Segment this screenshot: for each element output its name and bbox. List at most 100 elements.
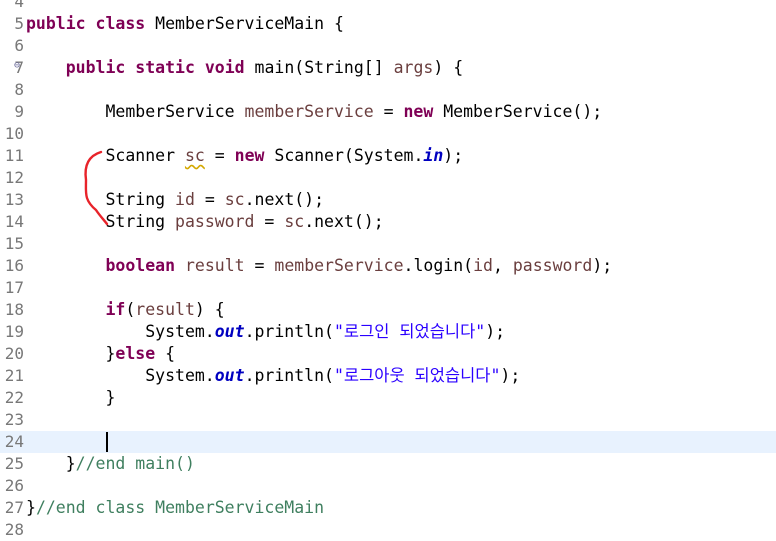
code-line[interactable]: 12 xyxy=(0,167,776,189)
code-text: public static void main(String[] args) { xyxy=(26,57,463,79)
code-token: boolean xyxy=(105,256,176,275)
code-line[interactable]: 28 xyxy=(0,519,776,541)
code-text: }else { xyxy=(26,343,175,365)
code-line[interactable]: 25 }//end main() xyxy=(0,453,776,475)
code-token: sc xyxy=(224,190,245,209)
code-token: Scanner xyxy=(26,146,185,165)
code-token: if xyxy=(105,300,126,319)
code-token: } xyxy=(26,454,76,473)
code-token: id xyxy=(473,256,493,275)
code-token: } xyxy=(26,388,116,407)
text-caret xyxy=(106,432,108,452)
line-number: 25 xyxy=(4,454,24,473)
code-line[interactable]: 4 xyxy=(0,0,776,13)
line-number: 19 xyxy=(4,322,24,341)
line-number: 6 xyxy=(14,36,24,55)
line-number: 26 xyxy=(4,476,24,495)
line-number: 11 xyxy=(4,146,24,165)
code-token: sc xyxy=(284,212,305,231)
code-token: .println( xyxy=(244,366,334,385)
code-token: new xyxy=(234,146,265,165)
code-token: System. xyxy=(26,366,215,385)
code-token: memberService xyxy=(244,102,374,121)
code-token: MemberServiceMain { xyxy=(145,14,344,33)
code-text: }//end main() xyxy=(26,453,195,475)
code-token: ) { xyxy=(433,58,464,77)
code-token: = xyxy=(204,146,235,165)
code-text: public class MemberServiceMain { xyxy=(26,13,344,35)
code-line[interactable]: 13 String id = sc.next(); xyxy=(0,189,776,211)
line-number: 14 xyxy=(4,212,24,231)
code-token: out xyxy=(214,366,245,385)
code-line[interactable]: 22 } xyxy=(0,387,776,409)
line-number: 8 xyxy=(14,80,24,99)
code-line[interactable]: 15 xyxy=(0,233,776,255)
code-token xyxy=(125,58,135,77)
code-token xyxy=(86,14,96,33)
code-token: else xyxy=(115,344,156,363)
line-number: 27 xyxy=(4,498,24,517)
code-line[interactable]: 24 xyxy=(0,431,776,453)
code-token: ) { xyxy=(194,300,225,319)
line-number: 4 xyxy=(14,0,24,11)
code-line[interactable]: 20 }else { xyxy=(0,343,776,365)
code-token: .next(); xyxy=(304,212,384,231)
code-token: result xyxy=(184,256,245,275)
code-line[interactable]: 27}//end class MemberServiceMain xyxy=(0,497,776,519)
code-text: }//end class MemberServiceMain xyxy=(26,497,324,519)
line-number: 9 xyxy=(14,102,24,121)
code-line[interactable]: 17 xyxy=(0,277,776,299)
code-token xyxy=(26,300,105,319)
line-number: 22 xyxy=(4,388,24,407)
code-token: password xyxy=(175,212,255,231)
line-number: 20 xyxy=(4,344,24,363)
code-line[interactable]: 23 xyxy=(0,409,776,431)
code-token: sc xyxy=(184,146,205,165)
code-line[interactable]: 14 String password = sc.next(); xyxy=(0,211,776,233)
code-line[interactable]: 6 xyxy=(0,35,776,57)
line-number: 10 xyxy=(4,124,24,143)
line-number: 13 xyxy=(4,190,24,209)
code-token: static xyxy=(135,58,195,77)
code-line[interactable]: 18 if(result) { xyxy=(0,299,776,321)
line-number: 18 xyxy=(4,300,24,319)
code-line[interactable]: 21 System.out.println("로그아웃 되었습니다"); xyxy=(0,365,776,387)
code-line[interactable]: 10 xyxy=(0,123,776,145)
code-token: in xyxy=(423,146,444,165)
code-token: = xyxy=(244,256,275,275)
code-token: "로그인 되었습니다" xyxy=(333,322,486,341)
code-token: out xyxy=(214,322,245,341)
collapse-icon[interactable]: ⊖ xyxy=(14,60,21,71)
code-text: Scanner sc = new Scanner(System.in); xyxy=(26,145,463,167)
code-text: System.out.println("로그아웃 되었습니다"); xyxy=(26,365,520,387)
line-number: 21 xyxy=(4,366,24,385)
code-token: ); xyxy=(592,256,613,275)
code-line[interactable]: 8 xyxy=(0,79,776,101)
code-text: } xyxy=(26,387,115,409)
code-token: class xyxy=(95,14,146,33)
code-line[interactable]: 7⊖ public static void main(String[] args… xyxy=(0,57,776,79)
code-line[interactable]: 19 System.out.println("로그인 되었습니다"); xyxy=(0,321,776,343)
code-text: if(result) { xyxy=(26,299,225,321)
code-text: String password = sc.next(); xyxy=(26,211,384,233)
code-token: password xyxy=(512,256,593,275)
code-token: } xyxy=(26,498,36,517)
code-token: = xyxy=(254,212,285,231)
code-token: ); xyxy=(443,146,464,165)
line-number: 24 xyxy=(4,432,24,451)
code-text: String id = sc.next(); xyxy=(26,189,324,211)
code-token: public xyxy=(65,58,126,77)
code-line[interactable]: 26 xyxy=(0,475,776,497)
code-line[interactable]: 11 Scanner sc = new Scanner(System.in); xyxy=(0,145,776,167)
code-line[interactable]: 16 boolean result = memberService.login(… xyxy=(0,255,776,277)
line-number: 7 xyxy=(14,58,24,77)
code-token: System. xyxy=(26,322,215,341)
code-line[interactable]: 9 MemberService memberService = new Memb… xyxy=(0,101,776,123)
code-token: public xyxy=(26,14,86,33)
line-number: 17 xyxy=(4,278,24,297)
code-token: .next(); xyxy=(244,190,325,209)
code-token: //end main() xyxy=(75,454,195,473)
code-token: = xyxy=(194,190,225,209)
